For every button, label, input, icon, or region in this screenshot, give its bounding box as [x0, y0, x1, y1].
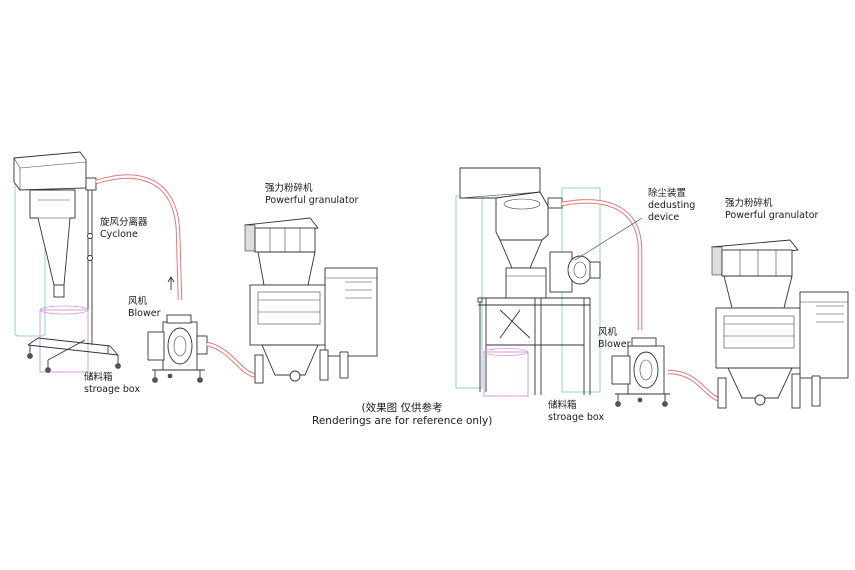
caption-cn: (效果图 仅供参考 — [361, 402, 443, 414]
storage-label-en-left: stroage box — [84, 384, 141, 395]
storage-box-right — [483, 351, 529, 397]
cyclone-label-en: Cyclone — [100, 229, 138, 240]
left-system — [13, 151, 378, 384]
storage-cart — [27, 337, 121, 373]
granulator-label-cn-right: 强力粉碎机 — [725, 198, 773, 209]
dedusting-outline-left — [455, 195, 483, 389]
dedusting-label-cn: 除尘装置 — [648, 188, 687, 199]
right-system — [455, 167, 849, 409]
granulator-icon — [711, 239, 849, 409]
blower-label-en-right: Blower — [598, 339, 631, 350]
blower-icon — [147, 314, 208, 383]
storage-label-cn-right: 储料箱 — [548, 400, 577, 411]
granulator-label-cn-left: 强力粉碎机 — [265, 183, 313, 194]
cyclone-icon — [13, 151, 97, 298]
granulator-label-en-left: Powerful granulator — [265, 195, 359, 206]
dedusting-label-en-1: dedusting — [648, 200, 696, 211]
blower-label-cn-left: 风机 — [128, 296, 148, 307]
granulator-icon — [244, 217, 378, 384]
blower-label-en-left: Blower — [128, 308, 161, 319]
storage-label-en-right: stroage box — [548, 412, 605, 423]
arrow-up-icon — [167, 276, 175, 290]
granulator-label-en-right: Powerful granulator — [725, 210, 819, 221]
dedusting-frame — [477, 297, 591, 395]
cyclone-label-cn: 旋风分离器 — [100, 217, 148, 228]
blower-icon — [611, 337, 670, 407]
dedusting-device-icon — [459, 167, 601, 299]
storage-box-left — [39, 309, 89, 373]
dedusting-label-en-2: device — [648, 212, 680, 223]
blower-label-cn-right: 风机 — [598, 327, 618, 338]
caption-en: Renderings are for reference only) — [312, 415, 493, 427]
storage-label-cn-left: 储料箱 — [84, 372, 113, 383]
